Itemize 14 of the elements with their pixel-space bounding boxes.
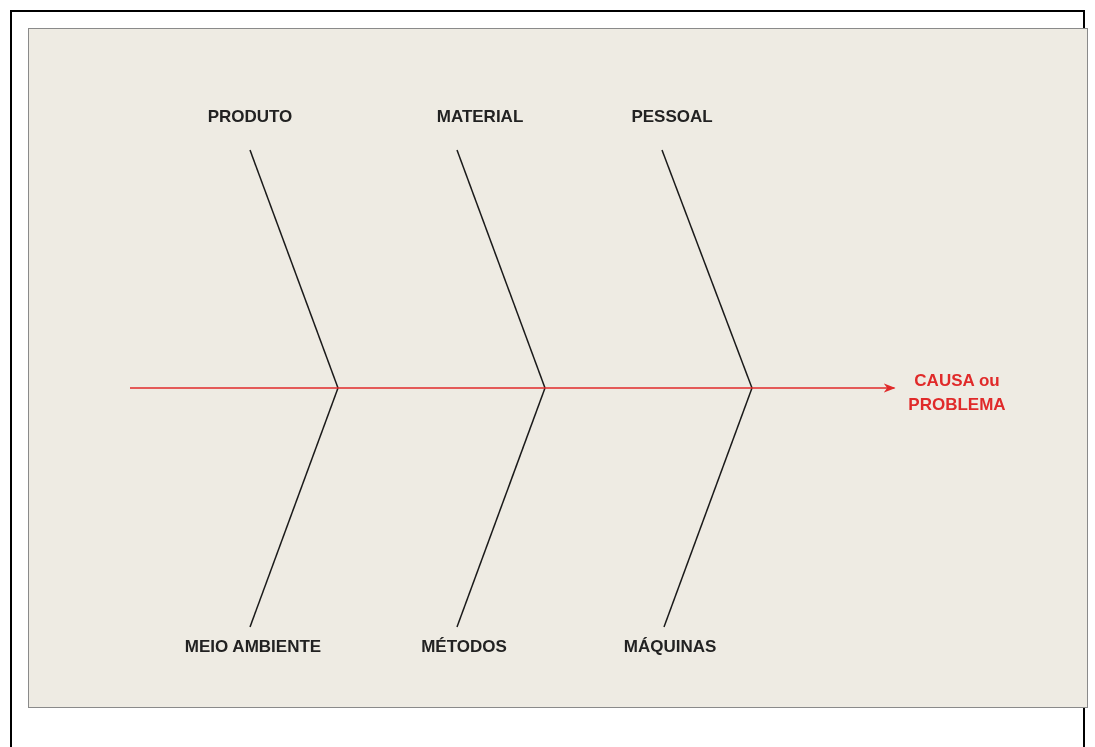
cause-category-label: MÉTODOS <box>421 635 507 659</box>
effect-label: CAUSA ou PROBLEMA <box>908 369 1006 417</box>
cause-category-label: MÁQUINAS <box>623 635 717 659</box>
cause-category-label: PRODUTO <box>207 105 293 129</box>
cause-category-label: MATERIAL <box>436 105 524 129</box>
spine-arrow <box>129 383 896 393</box>
bone-line <box>456 387 546 628</box>
cause-category-label: MEIO AMBIENTE <box>184 635 322 659</box>
bone-line <box>456 149 546 389</box>
bone-line <box>663 387 753 628</box>
bone-line <box>249 387 339 628</box>
cause-category-label: PESSOAL <box>631 105 713 129</box>
bone-line <box>249 149 339 389</box>
bone-line <box>661 149 753 389</box>
